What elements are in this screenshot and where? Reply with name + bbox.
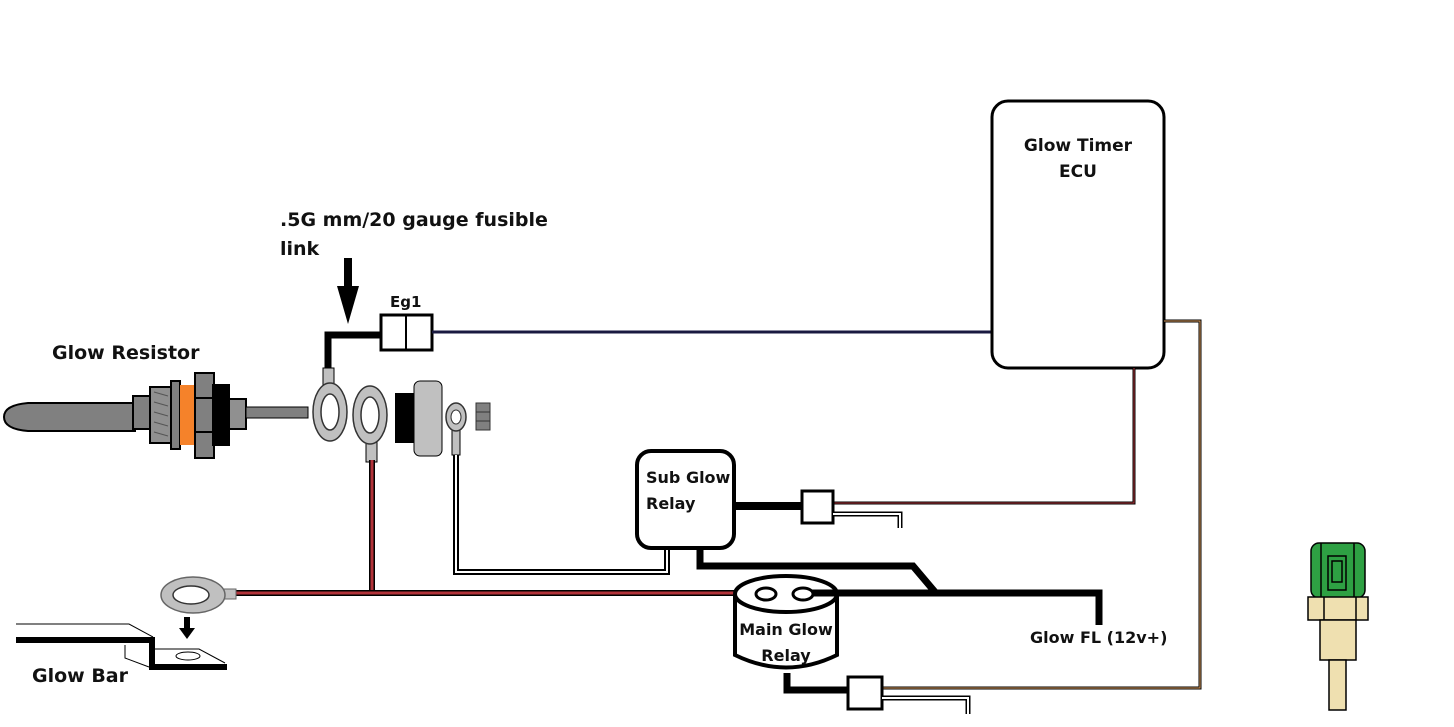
sub-relay-ground-wire: [833, 513, 901, 528]
sub-glow-relay: [635, 449, 736, 550]
hex-nut: [475, 402, 491, 431]
fusible-link-label-1: .5G mm/20 gauge fusible: [280, 209, 548, 231]
ecu-label-1: Glow Timer: [1024, 136, 1133, 156]
main-relay-connector: [846, 675, 884, 711]
glow-fl-wire: [812, 589, 1103, 625]
connector-eg1-label: Eg1: [390, 293, 421, 311]
fusible-link-wire: [324, 331, 382, 378]
ring-terminal-small: [445, 402, 467, 456]
ecu-sub-relay-wire: [833, 368, 1136, 505]
sub-relay-output-wire: [696, 548, 938, 595]
fusible-link-arrow-icon: [337, 258, 359, 324]
fusible-link-label-2: link: [280, 238, 320, 260]
sub-relay-label-2: Relay: [646, 494, 696, 513]
main-relay-label-2: Relay: [761, 646, 811, 665]
sub-relay-label-1: Sub Glow: [646, 468, 731, 487]
glow-fl-label: Glow FL (12v+): [1030, 628, 1167, 647]
glow-bar-label: Glow Bar: [32, 665, 129, 687]
glow-resistor-label: Glow Resistor: [52, 342, 200, 364]
ring-terminal-red-wire: [352, 385, 388, 463]
temperature-sensor: [1307, 542, 1369, 711]
down-arrow-icon: [179, 617, 195, 639]
glow-resistor: [2, 372, 309, 459]
ring-terminal-glow-bar: [160, 576, 237, 614]
sub-relay-connector: [800, 489, 835, 525]
insulator-washer: [395, 393, 415, 443]
main-relay-label-1: Main Glow: [739, 620, 833, 639]
bushing-disc: [413, 380, 443, 457]
glow-timer-ecu: [990, 99, 1166, 370]
main-relay-control-wire: [783, 673, 850, 694]
ring-terminal-fusible: [312, 367, 348, 442]
glow-bar: [16, 623, 227, 670]
ecu-label-2: ECU: [1059, 162, 1097, 182]
connector-eg1: [379, 313, 434, 352]
main-relay-ground-wire: [882, 697, 969, 714]
